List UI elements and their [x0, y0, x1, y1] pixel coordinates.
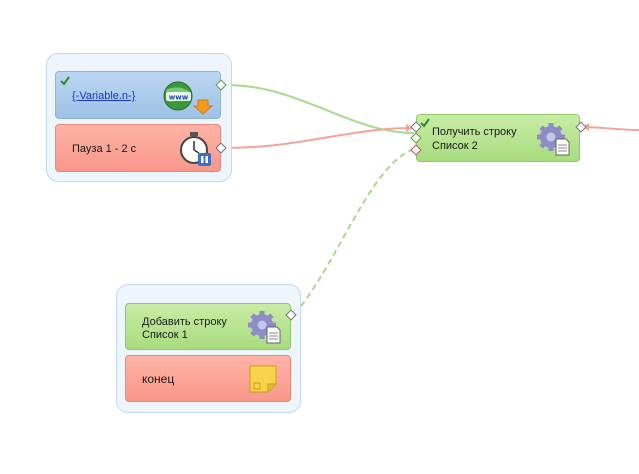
node-variable-url[interactable]: {-Variable.n-} www: [55, 71, 221, 119]
link-get-line-to-variable[interactable]: [225, 81, 415, 134]
svg-text:www: www: [169, 94, 189, 102]
link-pause-to-get-line[interactable]: [224, 124, 413, 149]
node-get-line-title: Получить строку: [432, 126, 517, 138]
link-get-line-to-add-line[interactable]: [293, 148, 415, 316]
gear-document-icon: [537, 123, 570, 156]
sticky-note-icon: [249, 365, 277, 393]
check-icon: [60, 76, 70, 86]
link-incoming-to-get-line[interactable]: [582, 123, 639, 132]
node-end-label: конец: [142, 372, 175, 386]
node-pause[interactable]: Пауза 1 - 2 с: [55, 124, 221, 172]
node-add-line[interactable]: Добавить строку Список 1: [125, 303, 291, 350]
stopwatch-pause-icon: [180, 132, 211, 166]
node-variable-label[interactable]: {-Variable.n-}: [72, 90, 136, 102]
node-end[interactable]: конец: [125, 355, 291, 402]
globe-download-icon: www: [163, 81, 214, 115]
gear-document-icon: [248, 311, 281, 344]
node-add-line-title: Добавить строку: [142, 316, 227, 328]
node-pause-label: Пауза 1 - 2 с: [72, 143, 137, 155]
node-get-line[interactable]: Получить строку Список 2: [416, 114, 580, 162]
node-add-line-subtitle: Список 1: [142, 329, 188, 341]
check-icon: [420, 118, 430, 128]
node-get-line-subtitle: Список 2: [432, 140, 478, 152]
